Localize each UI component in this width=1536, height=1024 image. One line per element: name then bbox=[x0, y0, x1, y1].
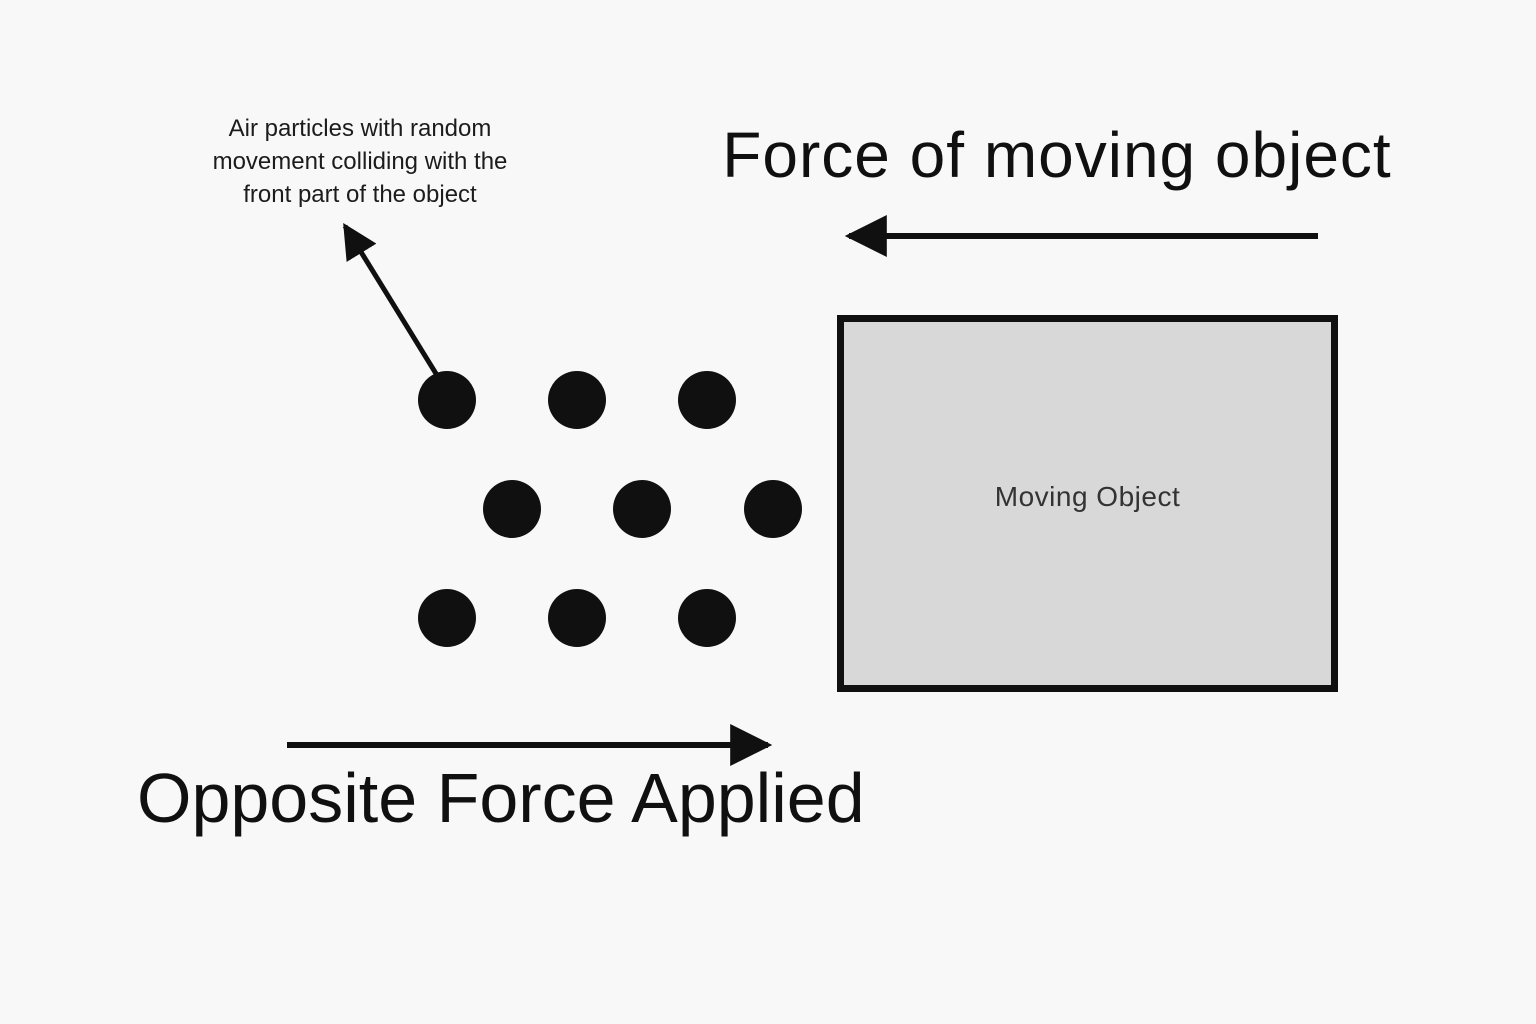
air-particle bbox=[678, 589, 736, 647]
annotation-line-1: Air particles with random bbox=[228, 115, 492, 142]
air-particle bbox=[483, 480, 541, 538]
air-particle bbox=[678, 371, 736, 429]
annotation-line-2: movement colliding with the bbox=[212, 148, 508, 175]
air-particle bbox=[548, 589, 606, 647]
annotation-line-3: front part of the object bbox=[243, 181, 477, 208]
air-particles-group bbox=[418, 371, 802, 647]
air-particle bbox=[744, 480, 802, 538]
air-particles-annotation: Air particles with random movement colli… bbox=[200, 112, 520, 211]
moving-object-box: Moving Object bbox=[837, 315, 1338, 692]
force-of-moving-object-label: Force of moving object bbox=[722, 119, 1392, 191]
moving-object-label: Moving Object bbox=[994, 480, 1181, 512]
air-particle bbox=[613, 480, 671, 538]
air-particle bbox=[548, 371, 606, 429]
opposite-force-label: Opposite Force Applied bbox=[137, 759, 865, 837]
air-particle bbox=[418, 371, 476, 429]
particle-annotation-arrow bbox=[342, 223, 446, 387]
air-particle bbox=[418, 589, 476, 647]
